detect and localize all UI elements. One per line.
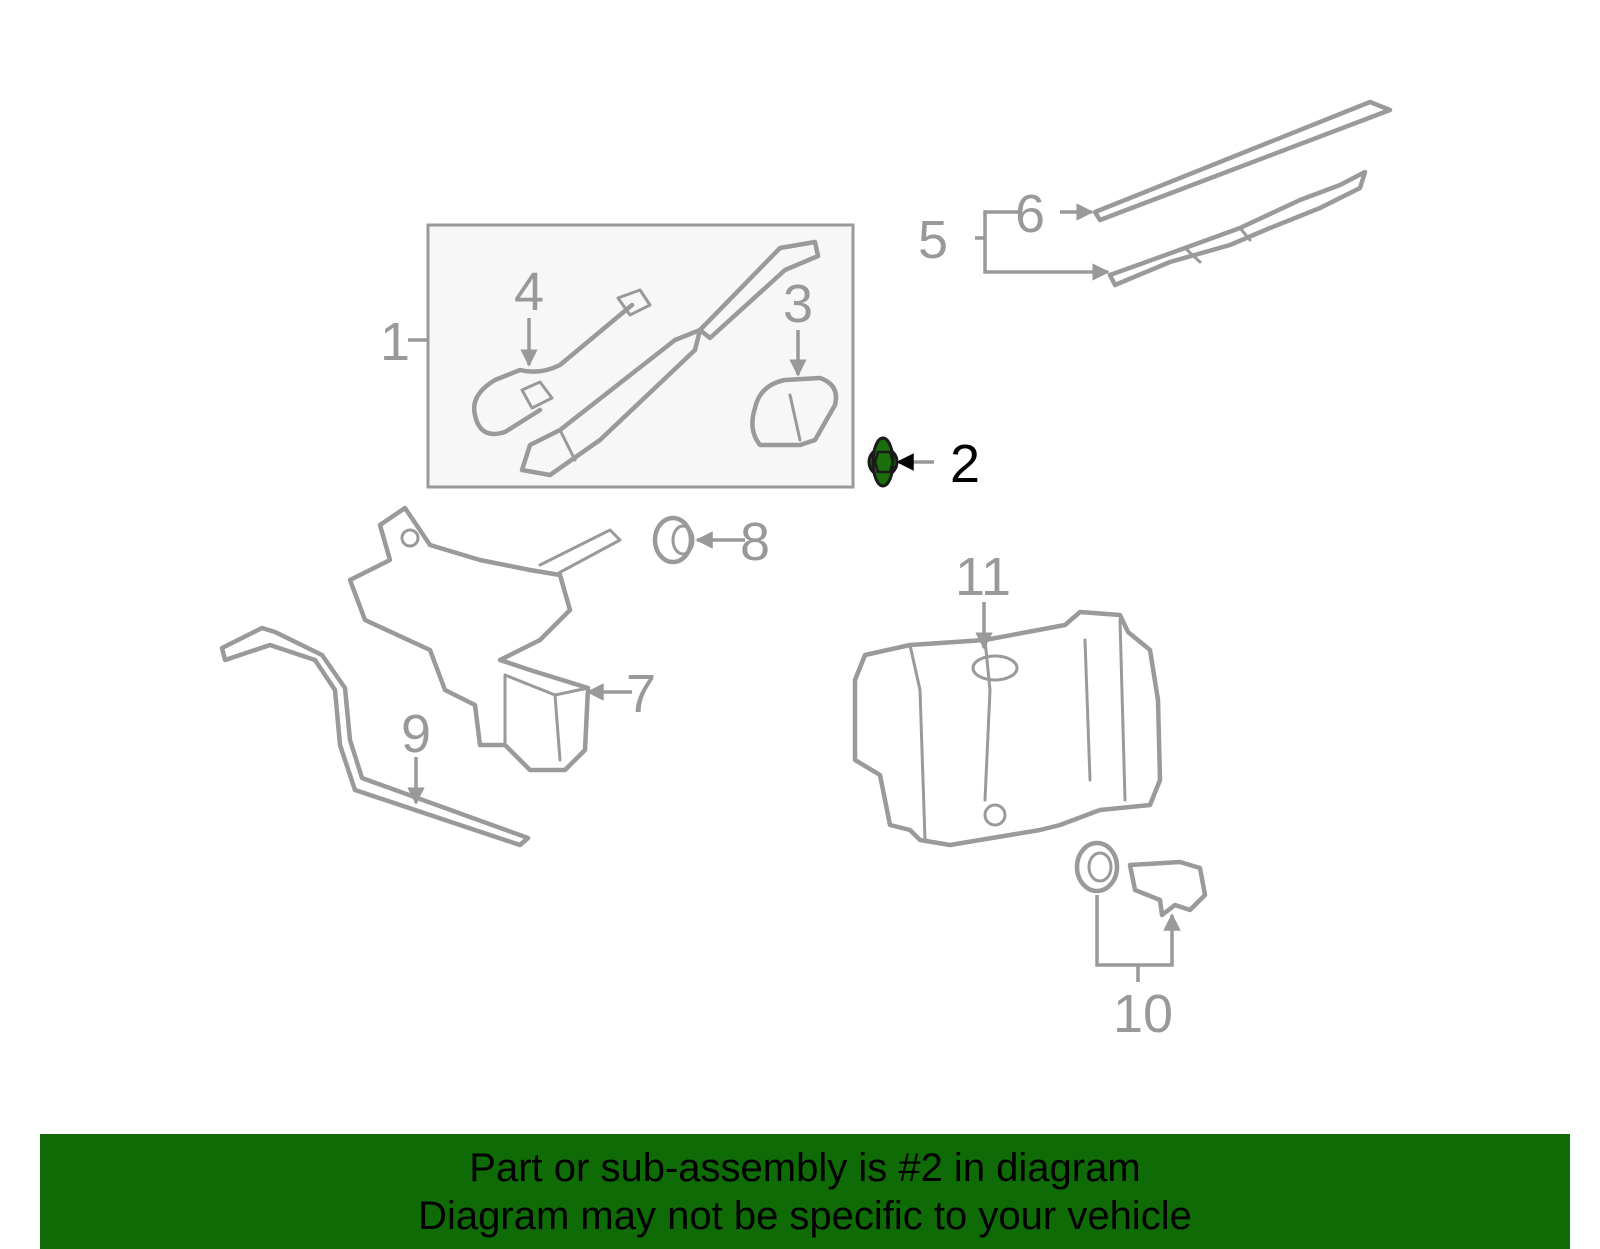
part-7-motor[interactable] xyxy=(347,505,622,773)
part-1-wiper-arm[interactable] xyxy=(519,239,821,478)
callout-8[interactable]: 8 xyxy=(740,512,770,572)
callout-10[interactable]: 10 xyxy=(1113,984,1173,1044)
callout-7[interactable]: 7 xyxy=(626,664,656,724)
callout-9[interactable]: 9 xyxy=(401,704,431,764)
part-9-hose[interactable] xyxy=(219,625,531,848)
part-5-blade[interactable] xyxy=(1107,169,1368,288)
callout-11[interactable]: 11 xyxy=(955,547,1011,607)
callout-1[interactable]: 1 xyxy=(380,312,410,372)
part-4-harness[interactable] xyxy=(471,288,652,437)
callout-labels: 1 2 3 4 5 6 7 8 9 10 11 xyxy=(380,184,1173,1044)
callout-2[interactable]: 2 xyxy=(950,434,980,494)
part-3-cap[interactable] xyxy=(750,375,839,448)
assembly-1-box xyxy=(426,223,855,489)
part-6-refill[interactable] xyxy=(1092,99,1393,223)
banner-line-2: Diagram may not be specific to your vehi… xyxy=(418,1194,1192,1238)
callout-4[interactable]: 4 xyxy=(514,262,544,322)
info-banner: Part or sub-assembly is #2 in diagram Di… xyxy=(40,1134,1570,1249)
part-8-grommet[interactable] xyxy=(652,515,695,565)
callout-6[interactable]: 6 xyxy=(1015,184,1045,244)
leader-lines xyxy=(407,203,1172,982)
part-11-reservoir[interactable] xyxy=(852,609,1163,848)
part-2-nut[interactable] xyxy=(867,436,899,488)
callout-3[interactable]: 3 xyxy=(783,274,813,334)
banner-line-1: Part or sub-assembly is #2 in diagram xyxy=(469,1146,1141,1190)
callout-5[interactable]: 5 xyxy=(918,210,948,270)
